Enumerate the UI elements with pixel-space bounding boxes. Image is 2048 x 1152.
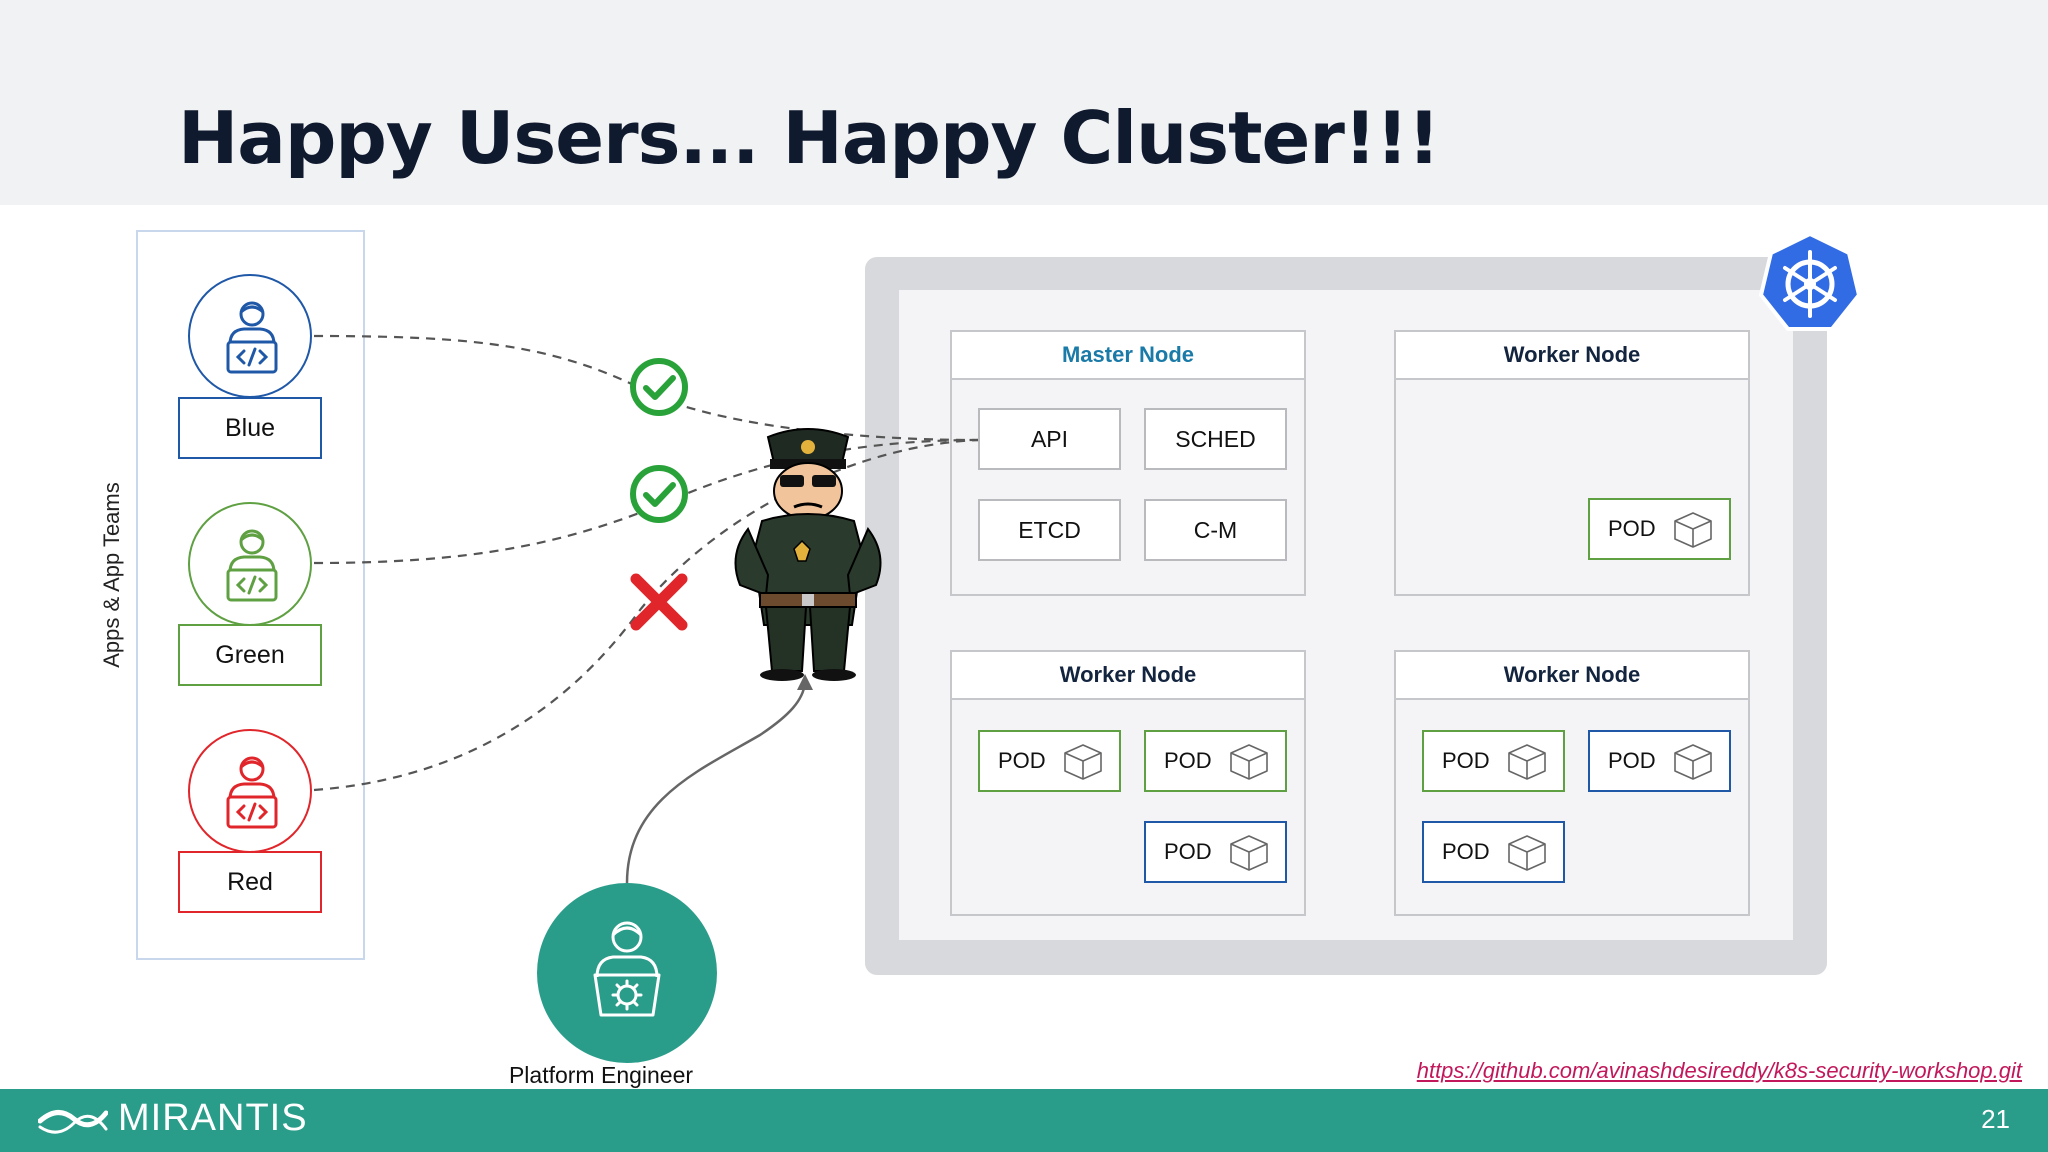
platform-engineer-label: Platform Engineer [508,1062,694,1088]
platform-engineer-icon [537,883,717,1063]
pod: POD [1422,730,1565,792]
worker-node-bottom-left: Worker Node POD POD POD [950,650,1306,916]
pod: POD [1144,730,1287,792]
red-team-link [313,438,979,792]
cm-component: C-M [1144,499,1287,561]
pod-label: POD [1442,839,1490,864]
worker-node-title: Worker Node [1396,652,1748,700]
worker-node-title: Worker Node [952,652,1304,700]
mirantis-logo-icon [38,1110,108,1134]
workshop-repo-link[interactable]: https://github.com/avinashdesireddy/k8s-… [1416,1058,2022,1083]
slide-footer: MIRANTIS 21 [0,1089,2048,1152]
pod: POD [1422,821,1565,883]
pod: POD [1144,821,1287,883]
page-number: 21 [1981,1104,2010,1134]
red-team-icon [188,729,312,853]
pod-label: POD [1608,516,1656,541]
worker-node-top-right: Worker Node POD [1394,330,1750,596]
pod-label: POD [1608,748,1656,773]
slide-title: Happy Users... Happy Cluster!!! [178,96,1440,180]
cross-icon [630,573,688,631]
blue-team-icon [188,274,312,398]
brand-name: MIRANTIS [118,1097,308,1139]
master-node: Master Node API SCHED ETCD C-M [950,330,1306,596]
sched-component: SCHED [1144,408,1287,470]
worker-node-title: Worker Node [1396,332,1748,380]
worker-node-bottom-right: Worker Node POD POD POD [1394,650,1750,916]
platform-engineer-link [625,682,807,884]
pod-label: POD [1164,839,1212,864]
pod: POD [1588,730,1731,792]
police-officer-icon [734,428,882,681]
kubernetes-helm-icon [1759,232,1861,331]
green-team-icon [188,502,312,626]
red-team-box: Red [178,851,322,913]
pod-label: POD [1164,748,1212,773]
pod-label: POD [998,748,1046,773]
api-component: API [978,408,1121,470]
arrow-head [797,674,813,690]
blue-team-box: Blue [178,397,322,459]
check-circle-icon [630,465,688,523]
pod-label: POD [1442,748,1490,773]
check-circle-icon [630,358,688,416]
etcd-component: ETCD [978,499,1121,561]
slide-header: Happy Users... Happy Cluster!!! [0,0,2048,205]
master-node-title: Master Node [952,332,1304,380]
pod: POD [978,730,1121,792]
green-team-box: Green [178,624,322,686]
pod: POD [1588,498,1731,560]
